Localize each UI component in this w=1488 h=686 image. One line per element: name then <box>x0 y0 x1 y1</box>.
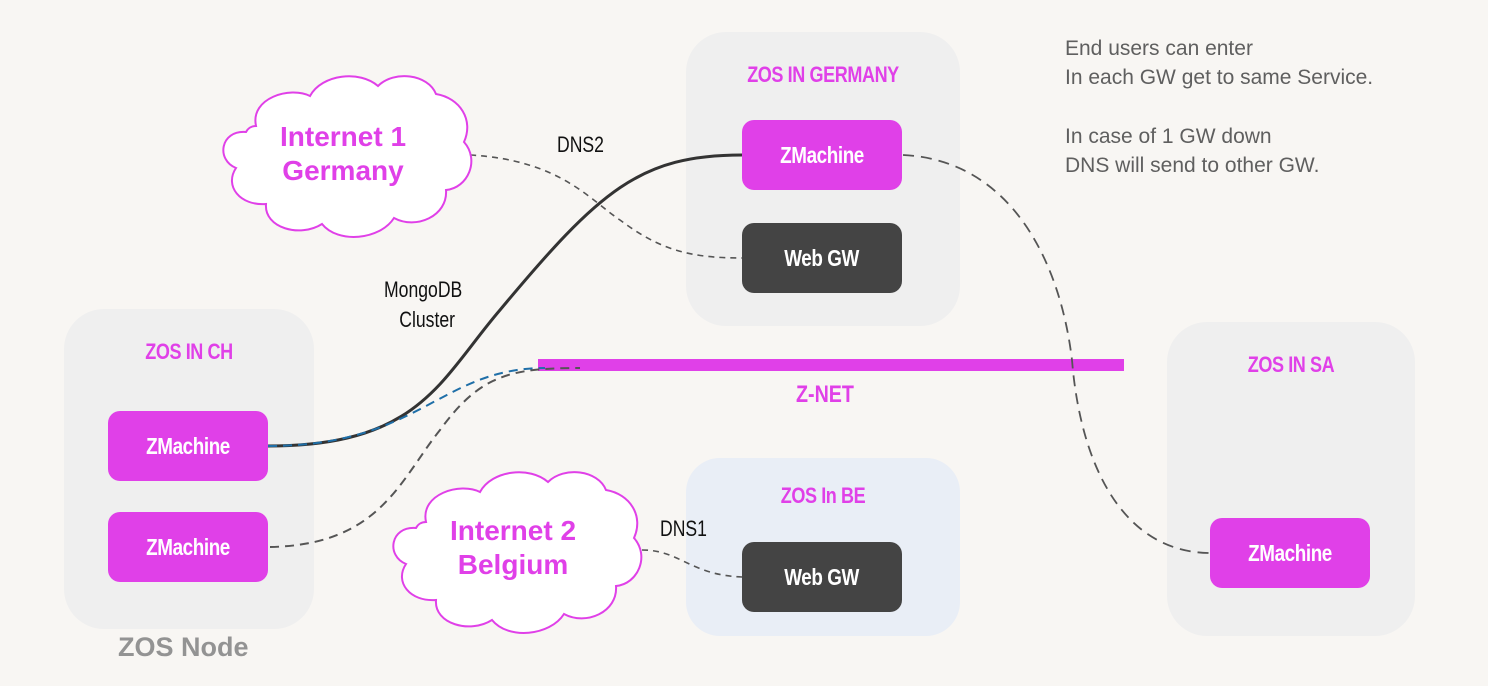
note-line-4: DNS will send to other GW. <box>1065 154 1320 177</box>
zone-ch-title: ZOS IN CH <box>145 339 233 364</box>
znet-label: Z-NET <box>796 381 854 408</box>
explanation-note: End users can enter In each GW get to sa… <box>1065 34 1373 180</box>
note-line-3: In case of 1 GW down <box>1065 125 1272 148</box>
cloud-internet-1-line1: Internet 1 <box>279 121 407 152</box>
germany-web-gw[interactable]: Web GW <box>742 223 902 293</box>
zos-node-label: ZOS Node <box>118 632 249 662</box>
note-line-2: In each GW get to same Service. <box>1065 66 1374 89</box>
zone-be-title: ZOS In BE <box>780 483 866 508</box>
germany-web-gw-label: Web GW <box>784 244 860 271</box>
dns2-label: DNS2 <box>557 132 604 157</box>
cloud-icon <box>392 471 643 634</box>
cloud-internet-2-text: Internet 2 Belgium <box>380 514 646 582</box>
mongodb-cluster-label: MongoDB Cluster <box>384 275 462 335</box>
cloud-internet-1-text: Internet 1 Germany <box>210 120 476 188</box>
mongodb-label-line1: MongoDB <box>384 277 463 302</box>
germany-zmachine[interactable]: ZMachine <box>742 120 902 190</box>
zone-germany-title: ZOS IN GERMANY <box>747 62 899 87</box>
zone-sa-title: ZOS IN SA <box>1247 352 1335 377</box>
link-germany-zmachine-sa-zmachine[interactable] <box>902 154 1212 554</box>
cloud-internet-2-line1: Internet 2 <box>449 515 577 546</box>
mongodb-label-line2: Cluster <box>399 307 456 332</box>
link-internet1-germany-gw[interactable] <box>469 154 743 259</box>
dns1-label: DNS1 <box>660 516 707 541</box>
sa-zmachine[interactable]: ZMachine <box>1210 518 1370 588</box>
ch-zmachine-2[interactable]: ZMachine <box>108 512 268 582</box>
cloud-internet-2-line2: Belgium <box>457 549 569 580</box>
sa-zmachine-label: ZMachine <box>1248 539 1332 566</box>
cloud-internet-1-germany[interactable]: Internet 1 Germany <box>210 68 476 244</box>
zone-sa: ZOS IN SA <box>1167 322 1415 636</box>
be-web-gw[interactable]: Web GW <box>742 542 902 612</box>
ch-zmachine-2-label: ZMachine <box>146 533 230 560</box>
cloud-icon <box>222 75 473 238</box>
be-web-gw-label: Web GW <box>784 563 860 590</box>
link-internet2-be-gw[interactable] <box>641 549 743 578</box>
cloud-internet-1-line2: Germany <box>282 155 404 186</box>
note-line-1: End users can enter <box>1065 37 1253 60</box>
ch-zmachine-1-label: ZMachine <box>146 432 230 459</box>
link-ch-zmachine2-znet[interactable] <box>269 367 581 548</box>
link-ch-zmachine1-znet[interactable] <box>267 367 546 447</box>
germany-zmachine-label: ZMachine <box>780 141 864 168</box>
ch-zmachine-1[interactable]: ZMachine <box>108 411 268 481</box>
znet-bar[interactable] <box>538 359 1124 371</box>
cloud-internet-2-belgium[interactable]: Internet 2 Belgium <box>380 464 646 640</box>
